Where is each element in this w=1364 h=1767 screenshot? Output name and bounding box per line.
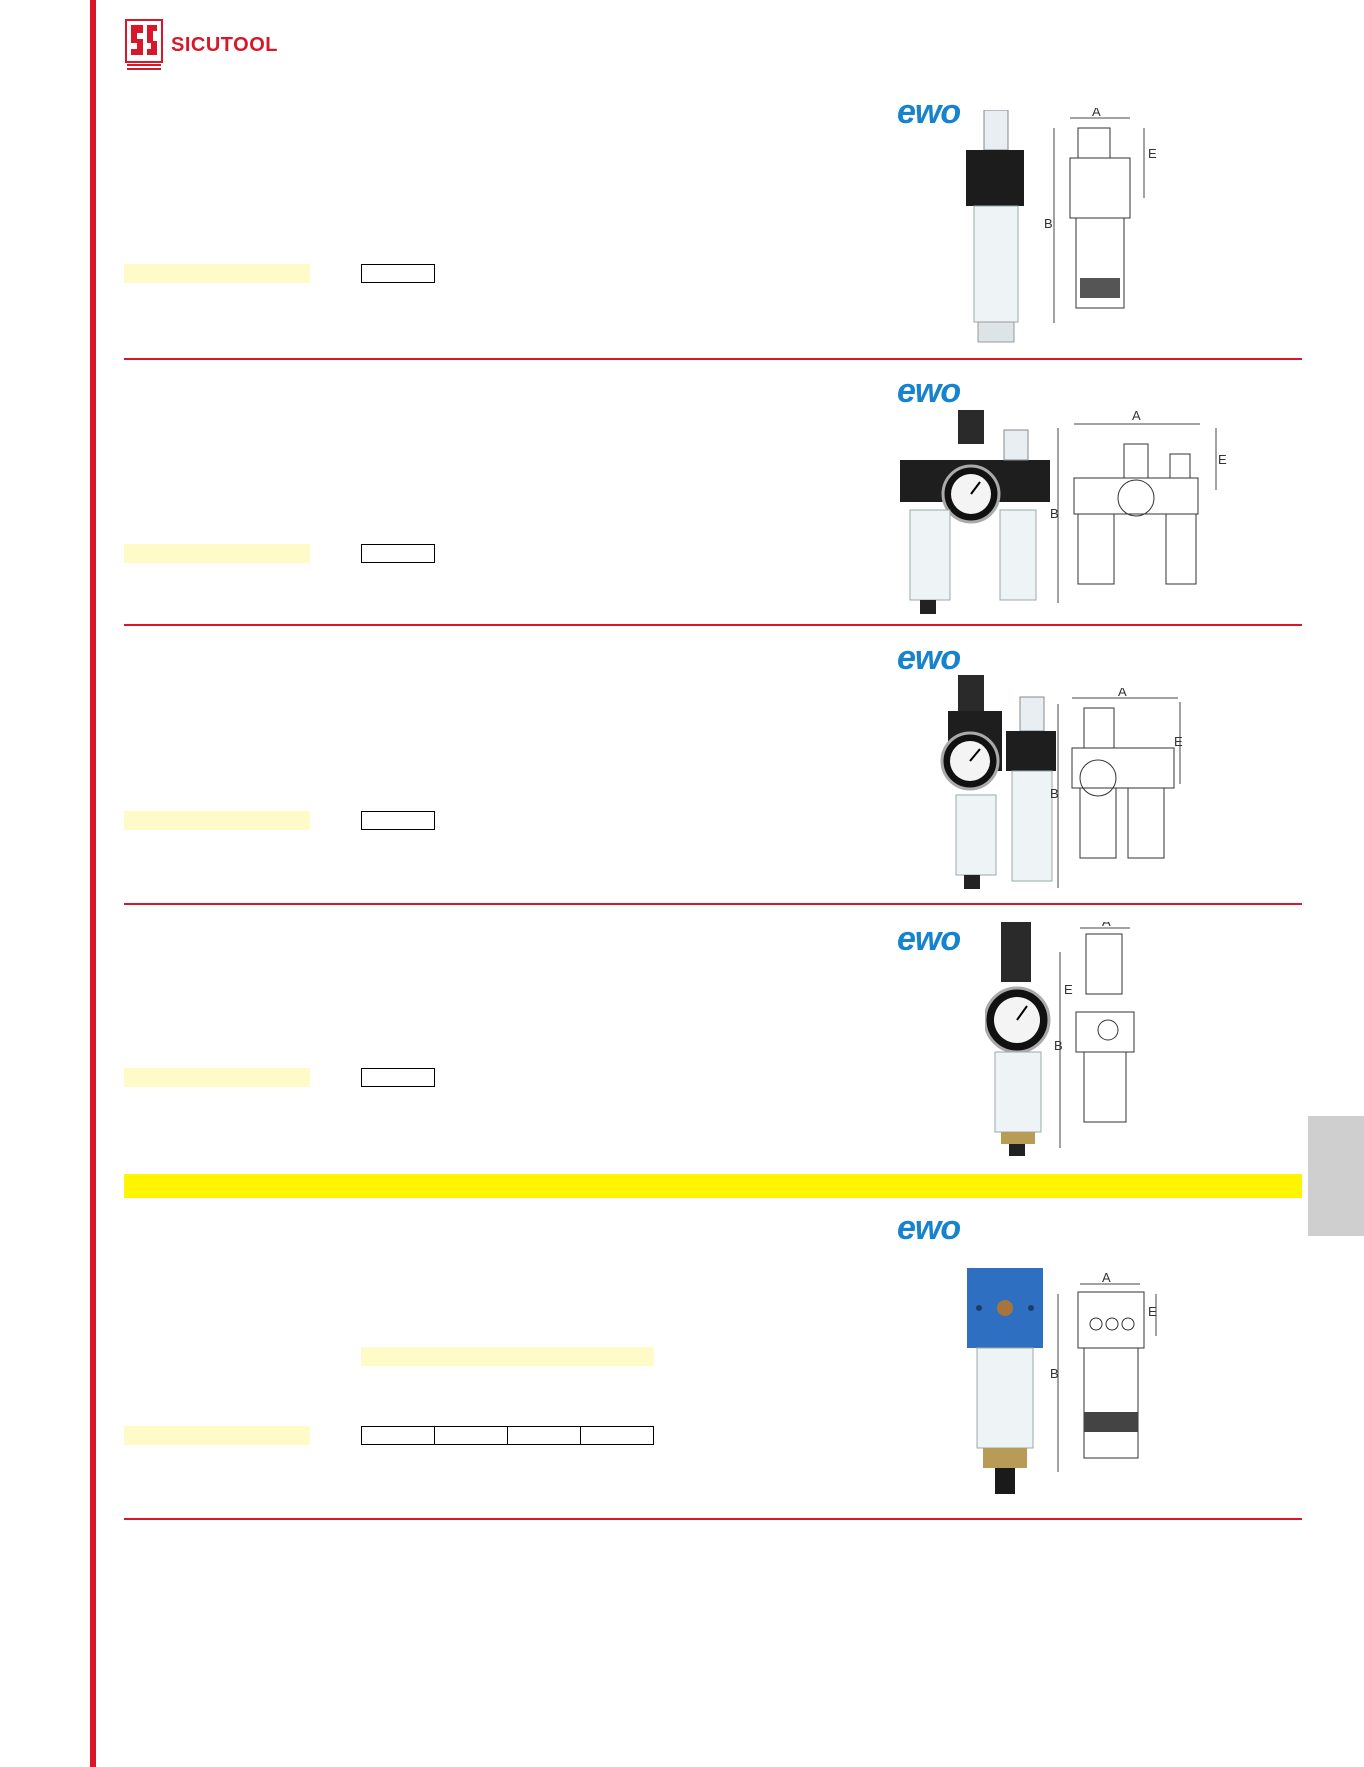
sicutool-logo-icon bbox=[125, 19, 163, 70]
code-box bbox=[507, 1426, 581, 1445]
section-divider bbox=[124, 624, 1302, 626]
side-thumb-tab bbox=[1308, 1116, 1364, 1236]
dimension-b-label: B bbox=[1050, 1366, 1059, 1381]
ewo-brand-logo: ewo bbox=[897, 372, 961, 410]
section-4-code-boxes bbox=[361, 1068, 435, 1087]
section-1-code-boxes bbox=[361, 264, 435, 283]
filter-icon bbox=[967, 1268, 1043, 1494]
dimension-e-label: E bbox=[1148, 146, 1157, 161]
section-5-heading-bar bbox=[361, 1347, 654, 1366]
code-box bbox=[361, 544, 435, 563]
code-box bbox=[580, 1426, 654, 1445]
code-box bbox=[361, 264, 435, 283]
regulator-lubricator-unit-icon bbox=[940, 675, 1056, 889]
section-2-label-bar bbox=[124, 544, 310, 563]
section-divider bbox=[124, 1518, 1302, 1520]
dimension-b-label: B bbox=[1044, 216, 1053, 231]
section-1-label-bar bbox=[124, 264, 310, 283]
filter-regulator-icon bbox=[985, 922, 1051, 1156]
code-box bbox=[361, 811, 435, 830]
dimension-a-label: A bbox=[1102, 1272, 1111, 1285]
code-box bbox=[434, 1426, 508, 1445]
ewo-brand-logo: ewo bbox=[897, 1209, 961, 1247]
dimension-drawing: A B E bbox=[1050, 1272, 1157, 1472]
dimension-drawing: A B E bbox=[1050, 408, 1227, 603]
section-divider bbox=[124, 903, 1302, 905]
ewo-brand-logo: ewo bbox=[897, 93, 961, 131]
filter-regulator-lubricator-unit-icon bbox=[900, 410, 1050, 614]
section-2-code-boxes bbox=[361, 544, 435, 563]
code-box bbox=[361, 1426, 435, 1445]
dimension-b-label: B bbox=[1050, 506, 1059, 521]
dimension-e-label: E bbox=[1064, 982, 1073, 997]
section-3-code-boxes bbox=[361, 811, 435, 830]
dimension-b-label: B bbox=[1054, 1038, 1063, 1053]
dimension-a-label: A bbox=[1102, 922, 1111, 929]
sicutool-logo: SICUTOOL bbox=[125, 19, 278, 71]
highlight-band bbox=[124, 1174, 1302, 1198]
section-4-label-bar bbox=[124, 1068, 310, 1087]
dimension-drawing: A E B bbox=[1054, 922, 1135, 1148]
section-5-code-boxes bbox=[361, 1426, 654, 1445]
section-divider bbox=[124, 358, 1302, 360]
ewo-brand-logo: ewo bbox=[897, 920, 961, 958]
ewo-brand-logo: ewo bbox=[897, 639, 961, 677]
section-5-label-bar bbox=[124, 1426, 310, 1445]
dimension-e-label: E bbox=[1174, 734, 1183, 749]
dimension-b-label: B bbox=[1050, 786, 1059, 801]
dimension-drawing: A B E bbox=[1044, 108, 1157, 323]
dimension-e-label: E bbox=[1148, 1304, 1157, 1319]
code-box bbox=[361, 1068, 435, 1087]
brand-name: SICUTOOL bbox=[171, 33, 278, 56]
lubricator-icon bbox=[966, 110, 1024, 343]
dimension-e-label: E bbox=[1218, 452, 1227, 467]
section-3-label-bar bbox=[124, 811, 310, 830]
dimension-drawing: A B E bbox=[1050, 688, 1183, 888]
left-margin-rule bbox=[90, 0, 96, 1767]
dimension-a-label: A bbox=[1132, 408, 1141, 423]
dimension-a-label: A bbox=[1118, 688, 1127, 699]
dimension-a-label: A bbox=[1092, 108, 1101, 119]
